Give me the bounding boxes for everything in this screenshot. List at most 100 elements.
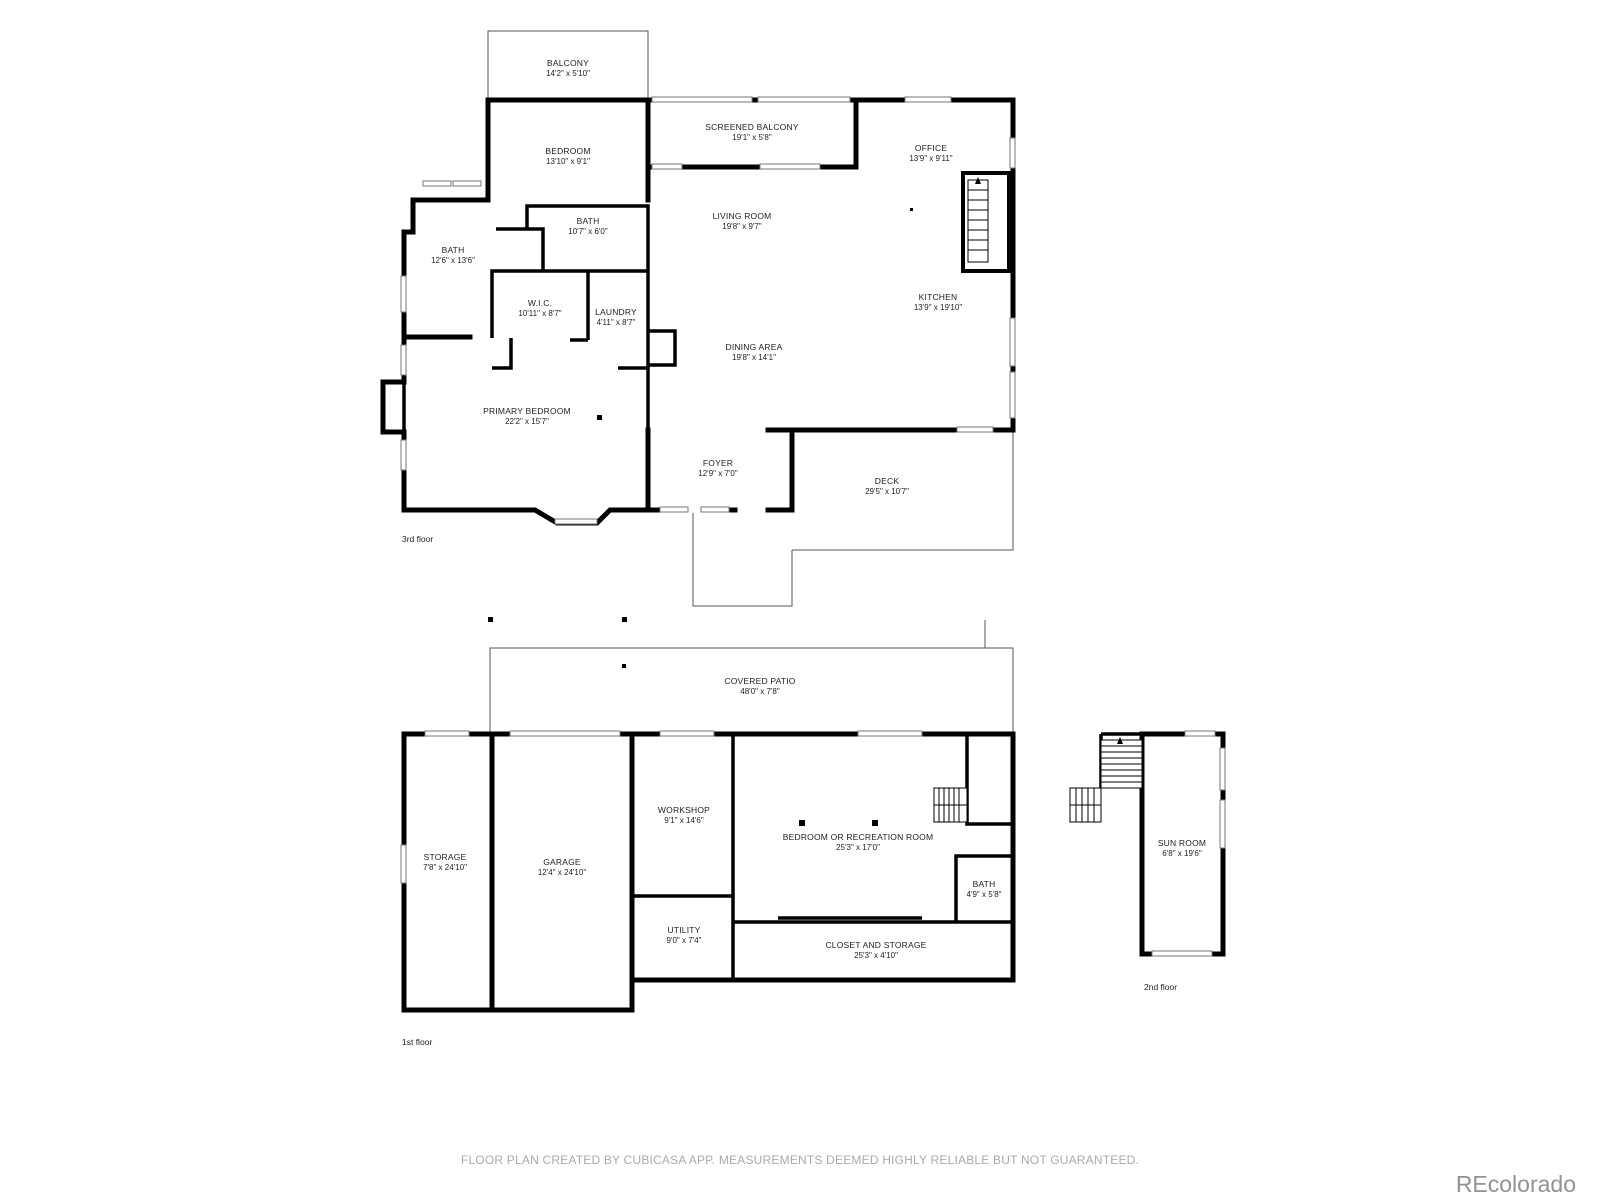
fireplace-3rd bbox=[648, 329, 677, 367]
room-dimensions: 13'9" x 9'11" bbox=[909, 154, 952, 163]
window bbox=[659, 730, 715, 737]
room-dimensions: 22'2" x 15'7" bbox=[505, 417, 549, 426]
room-name: SUN ROOM bbox=[1158, 838, 1206, 848]
room-dimensions: 9'1" x 14'6" bbox=[664, 816, 704, 825]
room-name: BATH bbox=[442, 245, 465, 255]
window bbox=[1184, 730, 1216, 737]
window bbox=[424, 730, 470, 737]
column-marker bbox=[488, 617, 493, 622]
room-dimensions: 13'9" x 19'10" bbox=[914, 303, 962, 312]
room-name: BEDROOM bbox=[545, 146, 590, 156]
first-floor-plan: COVERED PATIO 48'0" x 7'8" WORKSHOP 9'1"… bbox=[400, 617, 1016, 1047]
room-name: BEDROOM OR RECREATION ROOM bbox=[783, 832, 934, 842]
primary-bedroom-walls bbox=[380, 334, 651, 526]
room-name: DECK bbox=[875, 476, 900, 486]
window bbox=[1009, 371, 1016, 419]
bath-small-walls bbox=[496, 204, 650, 271]
room-name: LIVING ROOM bbox=[713, 211, 772, 221]
window bbox=[759, 163, 821, 170]
window bbox=[659, 506, 689, 513]
window bbox=[700, 506, 730, 513]
room-dimensions: 10'11" x 8'7" bbox=[518, 309, 561, 318]
room-dimensions: 9'0" x 7'4" bbox=[667, 936, 702, 945]
room-dimensions: 19'8" x 14'1" bbox=[732, 353, 776, 362]
window bbox=[509, 730, 621, 737]
second-floor-plan: SUN ROOM 6'8" x 19'6" 2nd floor bbox=[1069, 730, 1226, 992]
window bbox=[857, 730, 923, 737]
room-dimensions: 19'1" x 5'8" bbox=[732, 133, 772, 142]
east-wall bbox=[765, 270, 1016, 433]
balcony-outline bbox=[487, 30, 649, 102]
closet-wall bbox=[733, 916, 1013, 924]
room-name: DINING AREA bbox=[726, 342, 783, 352]
floor-label: 1st floor bbox=[402, 1037, 432, 1047]
first-floor-exterior-walls bbox=[401, 731, 1016, 1013]
fireplace-west bbox=[381, 380, 406, 434]
room-dimensions: 13'10" x 9'1" bbox=[546, 157, 590, 166]
window bbox=[651, 163, 683, 170]
room-dimensions: 19'8" x 9'7" bbox=[722, 222, 762, 231]
window bbox=[400, 844, 407, 884]
column-marker bbox=[597, 415, 602, 420]
second-floor-stairs bbox=[1069, 737, 1143, 823]
room-dimensions: 14'2" x 5'10" bbox=[546, 69, 590, 78]
room-name: BALCONY bbox=[547, 58, 589, 68]
room-dimensions: 6'8" x 19'6" bbox=[1162, 849, 1202, 858]
room-dimensions: 4'9" x 5'8" bbox=[967, 890, 1002, 899]
upper-core-walls bbox=[645, 97, 1016, 276]
room-name: W.I.C. bbox=[528, 298, 552, 308]
window bbox=[1219, 747, 1226, 791]
room-dimensions: 48'0" x 7'8" bbox=[740, 687, 780, 696]
room-dimensions: 10'7" x 6'0" bbox=[568, 227, 608, 236]
deck-outline bbox=[692, 429, 1014, 607]
workshop-utility-wall bbox=[632, 734, 735, 980]
column-marker bbox=[799, 820, 805, 826]
window bbox=[1219, 799, 1226, 849]
disclaimer-text: FLOOR PLAN CREATED BY CUBICASA APP. MEAS… bbox=[460, 1153, 1140, 1167]
floor-label: 2nd floor bbox=[1144, 982, 1177, 992]
room-name: UTILITY bbox=[667, 925, 700, 935]
column-marker bbox=[872, 820, 878, 826]
room-dimensions: 4'11" x 8'7" bbox=[597, 318, 636, 327]
room-dimensions: 7'8" x 24'10" bbox=[423, 863, 467, 872]
room-dimensions: 12'6" x 13'6" bbox=[431, 256, 475, 265]
floor-label: 3rd floor bbox=[402, 534, 433, 544]
window bbox=[1009, 317, 1016, 367]
room-dimensions: 25'3" x 17'0" bbox=[836, 843, 880, 852]
window bbox=[422, 180, 452, 187]
window bbox=[1009, 137, 1016, 169]
room-name: BATH bbox=[973, 879, 996, 889]
room-dimensions: 29'5" x 10'7" bbox=[865, 487, 909, 496]
recolorado-logo: REcolorado bbox=[1455, 1171, 1576, 1197]
window bbox=[651, 96, 753, 103]
bath-walls bbox=[954, 854, 1013, 922]
laundry-walls bbox=[588, 269, 650, 430]
room-name: LAUNDRY bbox=[595, 307, 637, 317]
column-marker bbox=[622, 617, 627, 622]
column-marker bbox=[910, 208, 913, 211]
room-name: WORKSHOP bbox=[658, 805, 710, 815]
wic-walls bbox=[490, 269, 590, 370]
room-name: FOYER bbox=[703, 458, 733, 468]
stair-closet-walls bbox=[965, 734, 1013, 826]
room-name: SCREENED BALCONY bbox=[705, 122, 799, 132]
room-dimensions: 12'4" x 24'10" bbox=[538, 868, 586, 877]
window bbox=[757, 96, 851, 103]
room-name: STORAGE bbox=[424, 852, 467, 862]
room-dimensions: 12'9" x 7'0" bbox=[698, 469, 738, 478]
room-name: PRIMARY BEDROOM bbox=[483, 406, 571, 416]
room-name: CLOSET AND STORAGE bbox=[825, 940, 926, 950]
window bbox=[400, 275, 407, 313]
first-floor-stairs bbox=[933, 787, 968, 823]
room-name: BATH bbox=[577, 216, 600, 226]
third-floor-plan: BALCONY 14'2" x 5'10" SCREENED BALCONY 1… bbox=[380, 30, 1016, 607]
west-bath-walls bbox=[401, 197, 491, 340]
window bbox=[452, 180, 482, 187]
room-name: GARAGE bbox=[543, 857, 581, 867]
window bbox=[956, 426, 994, 433]
column-marker bbox=[622, 664, 626, 668]
room-dimensions: 25'3" x 4'10" bbox=[854, 951, 898, 960]
room-name: COVERED PATIO bbox=[724, 676, 795, 686]
window bbox=[1151, 950, 1213, 957]
